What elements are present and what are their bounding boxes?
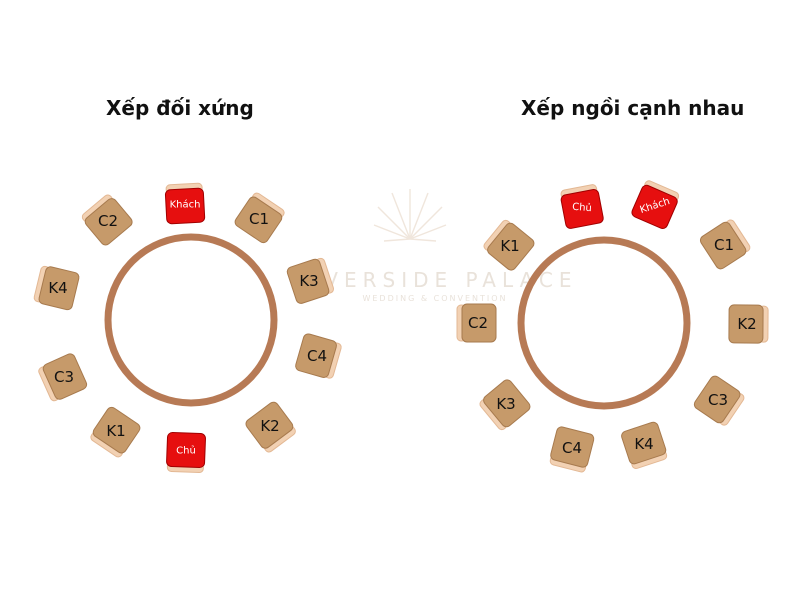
right-seat-k1: K1 (483, 219, 535, 271)
left-seat-c4: C4 (295, 333, 342, 379)
seat-label: K1 (106, 422, 125, 440)
right-seat-kh-ch: Khách (631, 180, 680, 230)
left-seat-k2: K2 (245, 401, 296, 453)
guest-chair-icon (38, 266, 80, 311)
seat-label: C3 (708, 391, 728, 409)
seat-label: C2 (468, 314, 488, 332)
right-seat-ch-: Chủ (560, 184, 604, 229)
guest-chair-icon (728, 304, 764, 344)
guest-chair-icon (42, 353, 88, 400)
right-seat-c1: C1 (699, 219, 751, 270)
seat-label: C4 (307, 347, 327, 365)
seat-label: C1 (249, 210, 269, 228)
guest-chair-icon (487, 222, 535, 271)
left-diagram-title: Xếp đối xứng (106, 96, 254, 120)
host-chair-icon (166, 431, 206, 469)
guest-chair-icon (234, 196, 283, 244)
guest-chair-icon (286, 258, 330, 304)
left-seat-c1: C1 (234, 192, 285, 244)
guest-chair-icon (295, 333, 337, 378)
seat-label: Chủ (176, 445, 196, 457)
left-seat-k1: K1 (90, 406, 141, 458)
guest-chair-icon (699, 221, 747, 270)
right-seat-k3: K3 (479, 379, 531, 431)
host-chair-icon (560, 189, 604, 229)
left-round-table (104, 233, 278, 407)
right-diagram-title: Xếp ngồi cạnh nhau (521, 96, 745, 120)
host-chair-icon (164, 187, 206, 225)
guest-chair-icon (92, 406, 141, 454)
left-seat-c3: C3 (38, 353, 88, 402)
seat-label: C2 (98, 212, 118, 230)
seat-label: K4 (634, 435, 653, 453)
guest-chair-icon (245, 401, 294, 449)
seat-label: C1 (714, 236, 734, 254)
seat-label: K1 (500, 237, 519, 255)
right-seat-k2: K2 (728, 304, 769, 344)
right-round-table (517, 236, 691, 410)
left-seat-k3: K3 (286, 257, 335, 304)
left-seat-c2: C2 (81, 194, 133, 246)
seat-label: C4 (562, 439, 582, 457)
seat-label: K4 (48, 279, 67, 297)
seat-label: K2 (737, 315, 756, 333)
host-chair-icon (631, 184, 678, 230)
guest-chair-icon (621, 421, 667, 465)
seat-label: K2 (260, 417, 279, 435)
seat-label: Khách (170, 199, 201, 211)
guest-chair-icon (461, 303, 497, 343)
right-seat-k4: K4 (621, 421, 668, 470)
guest-chair-icon (550, 426, 595, 468)
guest-chair-icon (84, 198, 133, 246)
seat-label: K3 (299, 272, 318, 290)
right-seat-c2: C2 (456, 303, 497, 343)
right-seat-c4: C4 (549, 426, 595, 473)
seat-label: C3 (54, 368, 74, 386)
right-seat-c3: C3 (693, 375, 745, 426)
left-seat-k4: K4 (33, 265, 80, 311)
guest-chair-icon (693, 375, 741, 424)
seat-label: K3 (496, 395, 515, 413)
seat-label: Chủ (572, 201, 592, 214)
left-seat-ch-: Chủ (166, 431, 206, 474)
guest-chair-icon (483, 379, 531, 428)
left-seat-kh-ch: Khách (164, 182, 206, 225)
